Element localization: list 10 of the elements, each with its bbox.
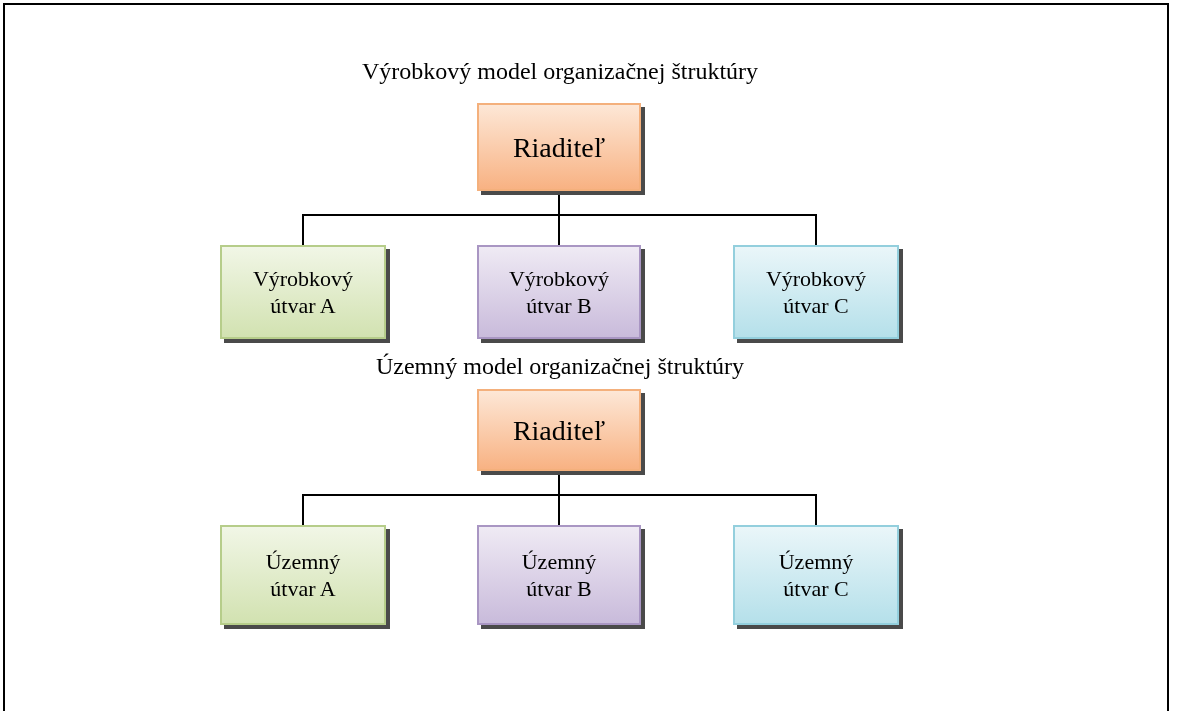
- box-label: Územný útvar B: [520, 547, 598, 603]
- section-heading: Územný model organizačnej štruktúry: [375, 352, 745, 380]
- box-label: Územný útvar A: [264, 547, 342, 603]
- box-label: Územný útvar C: [777, 547, 855, 603]
- box-label: Riaditeľ: [512, 413, 606, 448]
- box-label: Výrobkový útvar B: [507, 264, 611, 320]
- box-label: Výrobkový útvar A: [251, 264, 355, 320]
- box-label: Riaditeľ: [512, 130, 606, 165]
- box-label: Výrobkový útvar C: [764, 264, 868, 320]
- section-heading: Výrobkový model organizačnej štruktúry: [361, 57, 759, 85]
